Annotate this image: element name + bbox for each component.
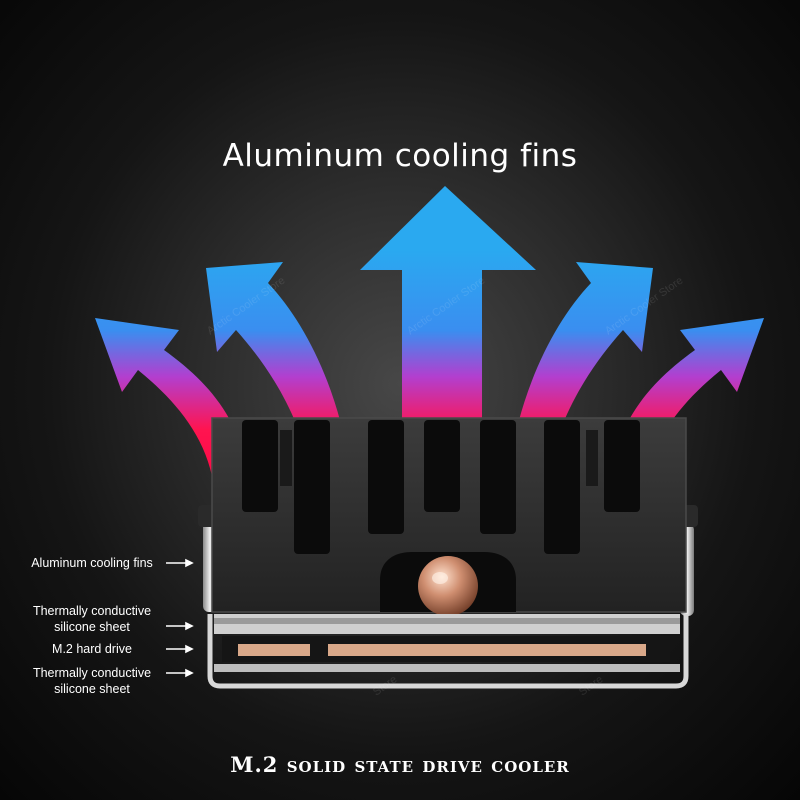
label-aluminum-fins: Aluminum cooling fins bbox=[31, 556, 153, 570]
label-silicone-sheet-top-line2: silicone sheet bbox=[54, 620, 130, 634]
label-silicone-sheet-bottom: Thermally conductive silicone sheet bbox=[20, 665, 164, 697]
label-silicone-sheet-bottom-line1: Thermally conductive bbox=[32, 666, 152, 680]
drive-chip-left bbox=[238, 644, 310, 656]
copper-screw bbox=[418, 556, 478, 616]
page-heading: Aluminum cooling fins bbox=[222, 138, 578, 174]
heat-arrow-left-outer bbox=[95, 318, 248, 476]
label-silicone-sheet-top: Thermally conductive silicone sheet bbox=[20, 603, 164, 635]
base-plate bbox=[207, 614, 689, 689]
heatsink bbox=[211, 417, 687, 616]
product-caption: M.2 solid state drive cooler bbox=[230, 752, 570, 777]
label-silicone-sheet-top-line1: Thermally conductive bbox=[32, 604, 152, 618]
layer-stack bbox=[207, 614, 689, 689]
label-pointers bbox=[166, 558, 194, 678]
label-silicone-sheet-bottom-line2: silicone sheet bbox=[54, 682, 130, 696]
silicone-sheet-bottom bbox=[214, 664, 680, 672]
drive-chip-right bbox=[328, 644, 646, 656]
heat-arrow-center bbox=[360, 186, 536, 472]
label-m2-drive: M.2 hard drive bbox=[52, 642, 132, 656]
fin-slots bbox=[242, 420, 640, 554]
